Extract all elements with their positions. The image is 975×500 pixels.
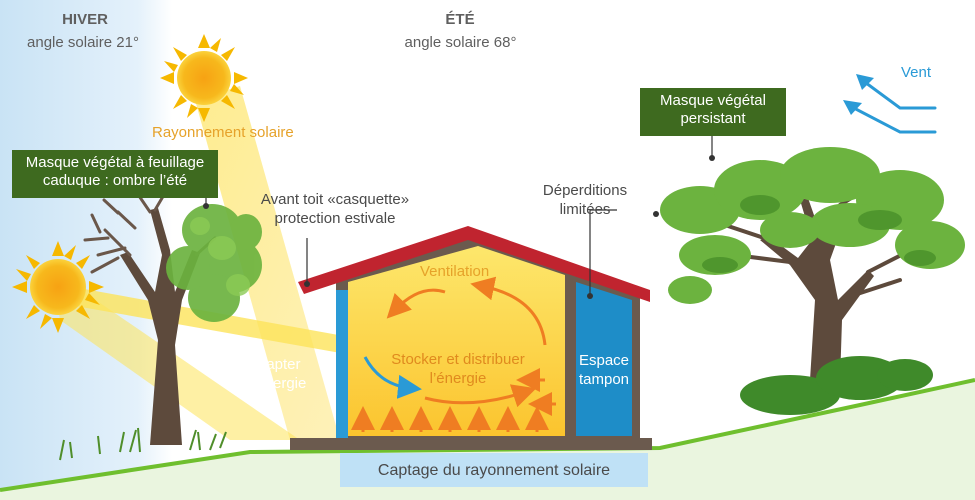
leader-dot [587,293,593,299]
ground-area [0,380,975,500]
avant-toit-line1: Avant toit «casquette» [260,191,410,208]
house [290,226,652,450]
leader-dot [709,155,715,161]
leader-dot [203,203,209,209]
masque-caduque-box: Masque végétal à feuillage caduque : omb… [12,150,218,198]
leader-dot [653,211,659,217]
wind-arrow-icon [848,78,937,134]
ground-line [0,378,975,492]
circulation-arrow-icon [386,276,547,408]
tree-icon [660,147,965,415]
winter-sky [0,0,172,500]
summer-angle: angle solaire 68° [404,34,517,51]
masque-caduque-line2: caduque : ombre l’été [42,172,188,190]
leader-dot [304,281,310,287]
capter-line1: Capter [255,356,301,373]
captage-band [340,453,648,487]
avant-toit-line2: protection estivale [274,209,396,227]
wind-arrow-head [843,100,862,115]
deperditions-line2: limitées [559,200,611,218]
winter-angle: angle solaire 21° [27,34,139,51]
heat-arrow-icon [351,406,549,432]
south-glazing [336,290,348,438]
masque-caduque-line1: Masque végétal à feuillage [25,154,205,171]
tree-icon [59,173,262,461]
winter-title: HIVER [62,11,108,28]
stocker-line1: Stocker et distribuer [391,351,525,368]
roof [298,226,650,302]
espace-line1: Espace [578,352,630,369]
masque-persistant-line1: Masque végétal [660,92,766,109]
deperditions-line1: Déperditions [542,182,628,199]
wind-arrow-head [856,74,874,90]
deperditions-label: Déperditions limitées [520,182,650,220]
capter-label: Capter l’énergie [240,356,316,394]
ventilation-label: Ventilation [420,263,490,280]
masque-persistant-box: Masque végétal persistant [640,88,786,136]
buffer-space [576,282,632,436]
capter-line2: l’énergie [249,374,307,392]
rayonnement-label: Rayonnement solaire [152,124,294,141]
espace-tampon-label: Espace tampon [570,352,638,390]
vent-label: Vent [901,64,932,81]
captage-label: Captage du rayonnement solaire [377,462,611,479]
sun-icon [160,34,248,122]
leader-lines [205,136,713,296]
heat-arrow-icon [516,368,556,416]
circulation-arrow-icon [363,356,422,399]
summer-beam [195,86,340,440]
masque-persistant-line2: persistant [680,110,746,128]
stocker-label: Stocker et distribuer l’énergie [370,351,546,389]
avant-toit-label: Avant toit «casquette» protection estiva… [246,191,424,229]
summer-title: ÉTÉ [445,11,475,28]
espace-line2: tampon [578,370,630,388]
sun-icon [12,241,104,333]
stocker-line2: l’énergie [429,369,487,387]
